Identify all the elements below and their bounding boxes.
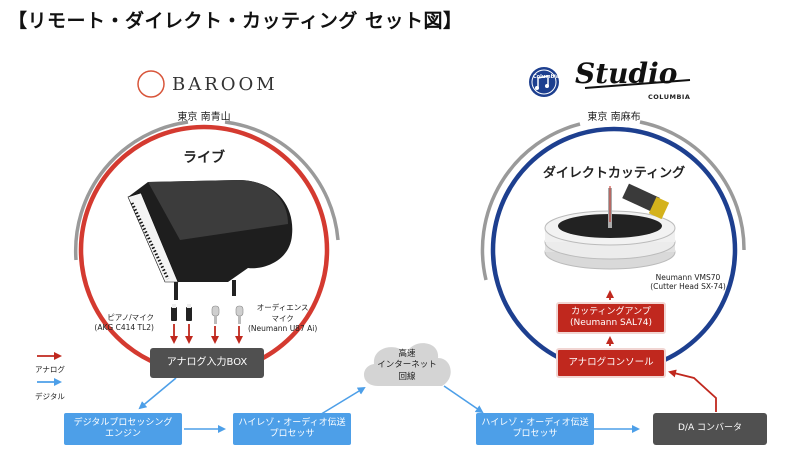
cloud-shape xyxy=(363,343,451,386)
cutting-ring-gray-right xyxy=(639,120,746,251)
baroom-logo-text: BAROOM xyxy=(172,74,278,95)
da-to-console-arrow xyxy=(668,369,717,412)
baroom-logo-icon xyxy=(137,70,165,98)
internet-cloud-label: 高速 インターネット 回線 xyxy=(377,349,437,382)
audience-mic-label: オーディエンス マイク (Neumann U87 Ai) xyxy=(248,303,318,333)
audience-mic-icon xyxy=(211,305,244,324)
grand-piano-icon xyxy=(127,180,293,300)
cutting-ring-gray xyxy=(480,122,581,281)
live-section-label: ライブ xyxy=(183,150,225,166)
cutting-lathe-icon xyxy=(544,183,676,270)
columbia-badge-text: Columbia xyxy=(533,74,560,80)
piano-mic-label: ピアノ/マイク (AKG C414 TL2) xyxy=(94,313,154,332)
analog-console-box: アナログコンソール xyxy=(556,348,666,378)
legend-analog-label: アナログ xyxy=(35,365,65,374)
columbia-logo-icon xyxy=(529,67,559,97)
legend-digital-label: デジタル xyxy=(35,392,65,401)
right-location: 東京 南麻布 xyxy=(587,112,641,123)
analog-input-box: アナログ入力BOX xyxy=(150,348,264,378)
digital-processing-engine-box: デジタルプロセッシング エンジン xyxy=(64,413,182,445)
cutting-amp-box: カッティングアンプ (Neumann SAL74) xyxy=(556,302,666,334)
studio-logo-underline-icon xyxy=(584,79,691,89)
left-location: 東京 南青山 xyxy=(177,112,231,123)
da-converter-box: D/A コンバータ xyxy=(653,413,767,445)
live-ring-gray-right xyxy=(224,120,340,241)
digital-signal-arrows xyxy=(138,377,640,433)
studio-logo-subtext: COLUMBIA xyxy=(648,93,691,101)
hires-transmission-right-box: ハイレゾ・オーディオ伝送 プロセッサ xyxy=(476,413,594,445)
studio-logo-text: Studio xyxy=(575,57,678,90)
lathe-model-label: Neumann VMS70 (Cutter Head SX-74) xyxy=(650,273,726,291)
hires-transmission-left-box: ハイレゾ・オーディオ伝送 プロセッサ xyxy=(233,413,351,445)
live-ring-gray xyxy=(73,120,189,261)
page-title: 【リモート・ダイレクト・カッティング セット図】 xyxy=(8,10,463,32)
cutting-section-label: ダイレクトカッティング xyxy=(542,166,686,181)
mic-signal-arrows xyxy=(170,324,243,344)
piano-mic-icon xyxy=(171,304,192,321)
